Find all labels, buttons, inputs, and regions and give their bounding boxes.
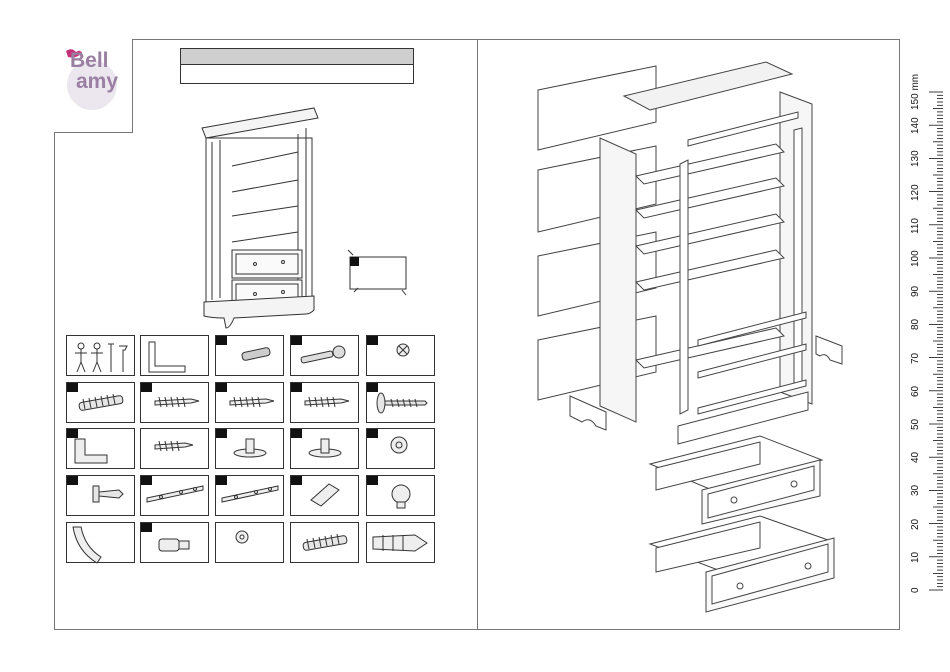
part-tag bbox=[67, 476, 78, 485]
part-cell bbox=[140, 428, 209, 469]
part-cell bbox=[290, 382, 359, 423]
part-cell bbox=[66, 522, 135, 563]
washer-icon bbox=[216, 523, 285, 564]
ruler-label: 70 bbox=[910, 352, 921, 363]
logo-line2: amy bbox=[66, 71, 130, 92]
ruler-label: 40 bbox=[910, 452, 921, 463]
ruler-label: 10 bbox=[910, 552, 921, 563]
part-tag bbox=[67, 383, 78, 392]
cabinet-overview-drawing bbox=[198, 104, 322, 330]
part-tag bbox=[216, 336, 227, 345]
part-tag bbox=[291, 429, 302, 438]
curved-strip-icon bbox=[67, 523, 136, 564]
part-cell bbox=[66, 475, 135, 516]
part-tag bbox=[141, 476, 152, 485]
part-cell bbox=[215, 475, 284, 516]
part-tag bbox=[141, 383, 152, 392]
part-cell bbox=[66, 335, 135, 376]
part-cell bbox=[140, 522, 209, 563]
ruler-ticks bbox=[929, 86, 943, 594]
part-tag bbox=[291, 336, 302, 345]
ruler-label: 80 bbox=[910, 319, 921, 330]
title-band bbox=[181, 49, 413, 65]
part-cell bbox=[290, 428, 359, 469]
ruler-label: 120 bbox=[910, 184, 921, 201]
part-cell bbox=[290, 335, 359, 376]
ruler-label: 60 bbox=[910, 386, 921, 397]
part-cell bbox=[366, 475, 435, 516]
ruler-label: 20 bbox=[910, 518, 921, 529]
part-tag bbox=[216, 476, 227, 485]
part-cell bbox=[140, 382, 209, 423]
part-tag bbox=[216, 383, 227, 392]
ruler-label: 140 bbox=[910, 118, 921, 135]
ruler-label: 150 mm bbox=[910, 74, 921, 110]
logo: Bell amy bbox=[66, 50, 130, 92]
part-tag bbox=[367, 383, 378, 392]
ruler-label: 30 bbox=[910, 485, 921, 496]
ruler-label: 110 bbox=[910, 218, 921, 234]
ruler-label: 90 bbox=[910, 286, 921, 297]
ruler-label: 130 bbox=[910, 151, 921, 168]
part-cell bbox=[215, 382, 284, 423]
allen-key-icon bbox=[141, 336, 210, 377]
part-cell bbox=[66, 428, 135, 469]
part-tag bbox=[367, 476, 378, 485]
part-cell bbox=[366, 382, 435, 423]
part-cell bbox=[215, 428, 284, 469]
part-tag bbox=[67, 429, 78, 438]
part-tag bbox=[291, 476, 302, 485]
assembly-people-tools-icon bbox=[67, 336, 136, 377]
part-cell bbox=[366, 428, 435, 469]
ruler-label: 50 bbox=[910, 419, 921, 430]
logo-line1: Bell bbox=[66, 50, 130, 71]
ruler bbox=[929, 86, 943, 594]
part-cell bbox=[215, 522, 284, 563]
part-tag bbox=[291, 383, 302, 392]
long-screw-icon bbox=[291, 523, 360, 564]
part-cell bbox=[290, 522, 359, 563]
part-cell bbox=[140, 475, 209, 516]
ruler-label: 0 bbox=[910, 587, 921, 593]
wall-plug-icon bbox=[367, 523, 436, 564]
page-divider bbox=[477, 39, 478, 630]
part-cell bbox=[66, 382, 135, 423]
part-tag bbox=[141, 523, 152, 532]
part-cell bbox=[290, 475, 359, 516]
part-cell bbox=[366, 335, 435, 376]
ruler-label: 100 bbox=[910, 250, 921, 267]
part-tag bbox=[367, 429, 378, 438]
part-cell bbox=[215, 335, 284, 376]
exploded-assembly-drawing bbox=[530, 60, 850, 620]
part-tag bbox=[367, 336, 378, 345]
part-cell bbox=[140, 335, 209, 376]
short-screw-icon bbox=[141, 429, 210, 470]
part-tag bbox=[216, 429, 227, 438]
detail-box-drawing bbox=[346, 250, 410, 298]
part-cell bbox=[366, 522, 435, 563]
